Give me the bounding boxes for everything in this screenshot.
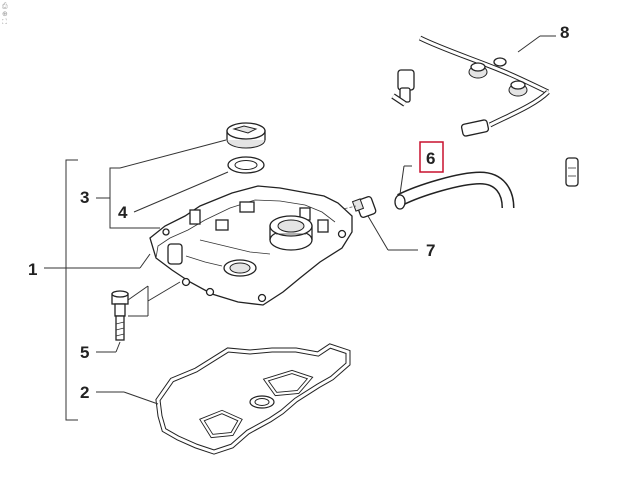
callout-5[interactable]: 5	[80, 343, 89, 362]
leader-lines	[44, 35, 556, 421]
part-2-gasket[interactable]	[155, 343, 351, 455]
callout-8[interactable]: 8	[560, 23, 569, 42]
callout-6[interactable]: 6	[426, 149, 435, 168]
selected-callout-highlight	[419, 141, 444, 173]
part-1-valve-cover[interactable]	[149, 185, 353, 306]
part-7-hose-clamp[interactable]	[329, 196, 377, 218]
part-4-seal-ring[interactable]	[227, 156, 265, 174]
zoom-icon[interactable]: ⊕	[2, 10, 8, 18]
part-6-breather-hose[interactable]	[394, 171, 515, 210]
part-8-wiring-harness[interactable]	[391, 33, 579, 187]
callout-3[interactable]: 3	[80, 188, 89, 207]
callout-1[interactable]: 1	[28, 260, 37, 279]
corner-toolbar: ⎙ ⊕ ⛶	[2, 2, 16, 26]
callout-2[interactable]: 2	[80, 383, 89, 402]
part-3-oil-filler-cap[interactable]	[226, 122, 266, 149]
print-icon[interactable]: ⎙	[2, 2, 8, 10]
fullscreen-icon[interactable]: ⛶	[2, 18, 7, 26]
callout-7[interactable]: 7	[426, 241, 435, 260]
part-5-bolt[interactable]	[111, 281, 181, 341]
callout-4[interactable]: 4	[118, 203, 128, 222]
